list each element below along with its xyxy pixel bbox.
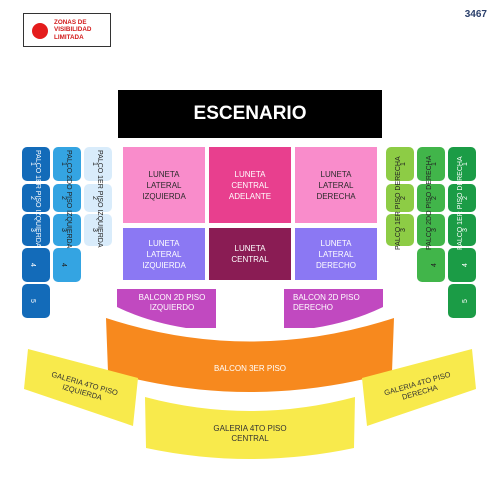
palco-section-label: PALCO 2DO PISO DERECHA — [426, 155, 433, 250]
palco-number: 5 — [462, 299, 469, 303]
zone-galeria-izquierda[interactable] — [24, 349, 138, 426]
palco-right-outer-1[interactable] — [448, 147, 476, 181]
palco-number: 1 — [400, 162, 407, 166]
palco-right-mid-1[interactable] — [417, 147, 445, 181]
palco-section-label: PALCO 1ER PISO DERECHA — [457, 156, 464, 250]
palco-number: 4 — [431, 263, 438, 267]
zone-label: LUNETA CENTRAL ADELANTE — [228, 169, 272, 201]
palco-right-outer-2[interactable] — [448, 184, 476, 212]
palco-left-mid-3[interactable] — [53, 214, 81, 246]
limited-visibility-dot-icon — [32, 23, 48, 39]
palco-right-inner-1[interactable] — [386, 147, 414, 181]
palco-left-outer-5[interactable] — [22, 284, 50, 318]
palco-left-inner-1[interactable] — [84, 147, 112, 181]
zone-balcon-3er-piso-label: BALCON 3ER PISO — [214, 364, 286, 373]
palco-number: 2 — [462, 196, 469, 200]
palco-number: 1 — [431, 162, 438, 166]
palco-left-outer-4[interactable] — [22, 248, 50, 282]
palco-left-outer-3[interactable] — [22, 214, 50, 246]
palco-right-outer-4[interactable] — [448, 248, 476, 282]
palco-number: 1 — [29, 162, 36, 166]
palco-number: 1 — [60, 162, 67, 166]
palco-left-mid-2[interactable] — [53, 184, 81, 212]
palco-left-outer-2[interactable] — [22, 184, 50, 212]
palco-number: 3 — [91, 228, 98, 232]
zone-galeria-derecha[interactable] — [362, 349, 476, 426]
zone-balcon-3er-piso[interactable] — [106, 318, 394, 392]
palco-number: 3 — [400, 228, 407, 232]
zone-luneta-lateral-derecha[interactable]: LUNETA LATERAL DERECHA — [295, 147, 377, 223]
palco-number: 2 — [91, 196, 98, 200]
palco-right-mid-2[interactable] — [417, 184, 445, 212]
legend-box: ZONAS DE VISIBILIDAD LIMITADA — [23, 13, 111, 47]
palco-right-inner-3[interactable] — [386, 214, 414, 246]
legend-label: ZONAS DE VISIBILIDAD LIMITADA — [54, 19, 92, 41]
palco-left-inner-3[interactable] — [84, 214, 112, 246]
palco-number: 3 — [60, 228, 67, 232]
zone-galeria-central[interactable] — [145, 397, 355, 459]
zone-luneta-lateral-derecha-2[interactable]: LUNETA LATERAL DERECHO — [295, 228, 377, 280]
zone-label: LUNETA LATERAL DERECHO — [315, 238, 356, 270]
palco-number: 4 — [462, 263, 469, 267]
palco-number: 3 — [462, 228, 469, 232]
event-id: 3467 — [464, 9, 487, 20]
palco-number: 2 — [29, 196, 36, 200]
palco-section-label: PALCO 1ER PISO IZQUIERDA — [34, 150, 41, 248]
palco-left-outer-1[interactable] — [22, 147, 50, 181]
stage-label: ESCENARIO — [193, 103, 307, 124]
palco-right-mid-3[interactable] — [417, 214, 445, 246]
zone-luneta-central[interactable]: LUNETA CENTRAL — [209, 228, 291, 280]
zone-luneta-lateral-izquierda-2[interactable]: LUNETA LATERAL IZQUIERDA — [123, 228, 205, 280]
palco-right-inner-2[interactable] — [386, 184, 414, 212]
palco-section-label: PALCO 1ER PISO DERECHA — [395, 156, 402, 250]
palco-number: 2 — [431, 196, 438, 200]
palco-section-label: PALCO 2DO PISO IZQUIERDA — [65, 150, 72, 249]
zone-luneta-central-adelante[interactable]: LUNETA CENTRAL ADELANTE — [209, 147, 291, 223]
palco-right-outer-5[interactable] — [448, 284, 476, 318]
palco-number: 2 — [60, 196, 67, 200]
palco-left-mid-1[interactable] — [53, 147, 81, 181]
zone-balcon-2d-derecho[interactable] — [284, 289, 383, 328]
stage: ESCENARIO — [118, 90, 382, 138]
palco-number: 2 — [400, 196, 407, 200]
zone-label: LUNETA LATERAL IZQUIERDA — [142, 238, 186, 270]
palco-number: 4 — [60, 263, 67, 267]
palco-number: 5 — [29, 299, 36, 303]
palco-number: 3 — [29, 228, 36, 232]
zone-balcon-2d-izquierdo[interactable] — [117, 289, 216, 328]
palco-right-mid-4[interactable] — [417, 248, 445, 282]
palco-number: 1 — [91, 162, 98, 166]
zone-label: LUNETA CENTRAL — [231, 244, 269, 264]
palco-left-inner-2[interactable] — [84, 184, 112, 212]
palco-right-outer-3[interactable] — [448, 214, 476, 246]
zone-label: LUNETA LATERAL DERECHA — [316, 169, 356, 201]
palco-number: 1 — [462, 162, 469, 166]
palco-number: 3 — [431, 228, 438, 232]
palco-number: 4 — [29, 263, 36, 267]
palco-left-mid-4[interactable] — [53, 248, 81, 282]
zone-luneta-lateral-izquierda[interactable]: LUNETA LATERAL IZQUIERDA — [123, 147, 205, 223]
zone-label: LUNETA LATERAL IZQUIERDA — [142, 169, 186, 201]
palco-section-label: PALCO 1ER PISO IZQUIERDA — [96, 150, 103, 248]
